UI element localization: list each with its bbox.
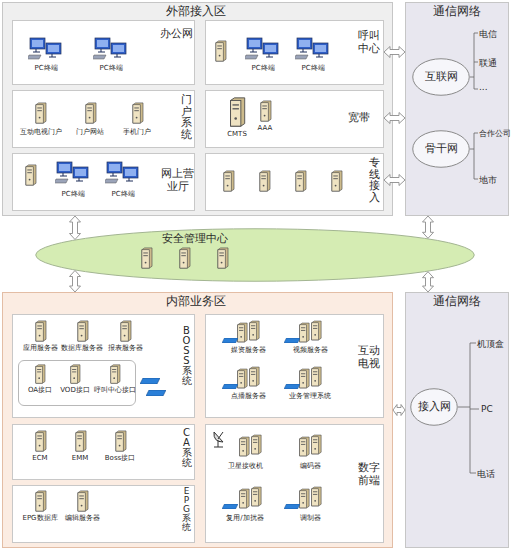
security-title: 安全管理中心 bbox=[145, 233, 245, 246]
subsystem-box: CA系统 ECMEMMBoss接口 bbox=[12, 424, 195, 480]
subsystem-title: BOSS系统 bbox=[181, 326, 192, 386]
zone-title: 外部接入区 bbox=[146, 5, 246, 19]
device-caption: 复用/加扰器 bbox=[215, 514, 275, 522]
device-caption: PC终端 bbox=[93, 190, 153, 198]
interface-group-box: OA接口VOD接口呼叫中心接口 bbox=[18, 360, 136, 406]
double-arrow bbox=[70, 216, 81, 240]
subsystem-box: BOSS系统应用服务器数据库服务器报表服务器OA接口VOD接口呼叫中心接口 bbox=[12, 314, 195, 418]
network-endpoint-label: PC bbox=[481, 404, 493, 414]
network-title: 骨干网 bbox=[412, 143, 470, 156]
double-arrow bbox=[423, 216, 434, 238]
network-endpoint-label: 电信 bbox=[479, 28, 497, 41]
subsystem-title: 专线接入 bbox=[368, 157, 381, 203]
subsystem-title: 数字前端 bbox=[356, 462, 382, 487]
device-caption: AAA bbox=[235, 124, 295, 132]
device-caption: 数据库服务器 bbox=[52, 344, 112, 352]
zone-title: 通信网络 bbox=[407, 295, 507, 309]
network-endpoint-label: 电话 bbox=[477, 468, 495, 481]
zone-panel: 外部接入区办公网PC终端PC终端呼叫中心PC终端PC终端门户系统互动电视门户门户… bbox=[2, 2, 393, 216]
device-caption: 卫星接收机 bbox=[215, 462, 275, 470]
subsystem-title: 呼叫中心 bbox=[356, 30, 382, 55]
subsystem-box: 宽带CMTSAAA bbox=[205, 90, 384, 148]
device-caption: 调制器 bbox=[280, 514, 340, 522]
subsystem-box: 网上营业厅 PC终端PC终端 bbox=[12, 153, 195, 211]
network-endpoint-label: 机顶盒 bbox=[477, 338, 504, 351]
device-caption: 点播服务器 bbox=[218, 392, 278, 400]
device-caption: EPG数据库 bbox=[10, 514, 70, 522]
subsystem-box: 互动电视 媒资服务器视频服务器点播服务器业务管理系统 bbox=[205, 314, 384, 418]
zone-title: 内部业务区 bbox=[146, 295, 246, 309]
ellipse-outline bbox=[35, 228, 475, 282]
device-caption: 业务管理系统 bbox=[280, 392, 340, 400]
zone-panel: 内部业务区BOSS系统应用服务器数据库服务器报表服务器OA接口VOD接口呼叫中心… bbox=[2, 292, 393, 548]
device-caption: 报表服务器 bbox=[95, 344, 155, 352]
network-ellipse: 互联网 bbox=[412, 58, 470, 96]
device-caption: Boss接口 bbox=[90, 454, 150, 462]
subsystem-title: CA系统 bbox=[181, 428, 192, 468]
network-panel: 通信网络接入网 bbox=[405, 292, 509, 548]
network-ellipse: 骨干网 bbox=[412, 130, 470, 168]
device-caption: 手机门户 bbox=[107, 128, 167, 136]
subsystem-title: EPG系统 bbox=[181, 487, 192, 532]
subsystem-title: 网上营业厅 bbox=[160, 168, 195, 193]
security-ellipse: 安全管理中心 bbox=[35, 228, 475, 282]
subsystem-box: 数字前端 卫星接收机编码器复用/加扰器调制器 bbox=[205, 424, 384, 543]
subsystem-title: 宽带 bbox=[346, 112, 372, 125]
device-caption: PC终端 bbox=[43, 190, 103, 198]
device-caption: 编码器 bbox=[280, 462, 340, 470]
subsystem-title: 办公网 bbox=[158, 28, 194, 41]
ellipse-shape bbox=[36, 229, 475, 282]
double-arrow bbox=[423, 272, 434, 292]
device-caption: 门户网站 bbox=[60, 128, 120, 136]
device-caption: EMM bbox=[50, 454, 110, 462]
network-endpoint-label: ... bbox=[479, 82, 488, 92]
network-title: 接入网 bbox=[410, 401, 458, 414]
double-arrow bbox=[70, 271, 81, 293]
network-endpoint-label: 合作公司 bbox=[479, 128, 511, 139]
device-caption: 编辑服务器 bbox=[52, 514, 112, 522]
device-caption: ECM bbox=[10, 454, 70, 462]
device-caption: PC终端 bbox=[81, 64, 141, 72]
network-title: 互联网 bbox=[412, 71, 470, 84]
device-caption: 视频服务器 bbox=[280, 346, 340, 354]
device-caption: PC终端 bbox=[283, 64, 343, 72]
subsystem-title: 门户系统 bbox=[180, 94, 193, 140]
network-endpoint-label: 联通 bbox=[479, 57, 497, 70]
subsystem-box: 专线接入 bbox=[205, 153, 384, 211]
subsystem-box: 办公网 PC终端 PC终端 bbox=[12, 20, 195, 85]
network-endpoint-label: 地市 bbox=[479, 174, 497, 187]
device-caption: PC终端 bbox=[233, 64, 293, 72]
device-caption: PC终端 bbox=[16, 64, 76, 72]
zone-title: 通信网络 bbox=[407, 5, 507, 19]
ellipse-shape bbox=[411, 389, 458, 426]
device-caption: 呼叫中心接口 bbox=[85, 386, 145, 394]
double-arrow bbox=[393, 405, 405, 416]
subsystem-box: 呼叫中心 PC终端PC终端 bbox=[205, 20, 384, 85]
ellipse-shape bbox=[413, 59, 470, 96]
subsystem-box: EPG系统 EPG数据库编辑服务器 bbox=[12, 485, 195, 543]
ellipse-shape bbox=[413, 131, 470, 168]
device-caption: 互动电视门户 bbox=[11, 128, 71, 136]
subsystem-box: 门户系统互动电视门户门户网站手机门户 bbox=[12, 90, 195, 148]
network-ellipse: 接入网 bbox=[410, 388, 458, 426]
subsystem-title: 互动电视 bbox=[356, 345, 382, 370]
device-caption: 媒资服务器 bbox=[218, 346, 278, 354]
